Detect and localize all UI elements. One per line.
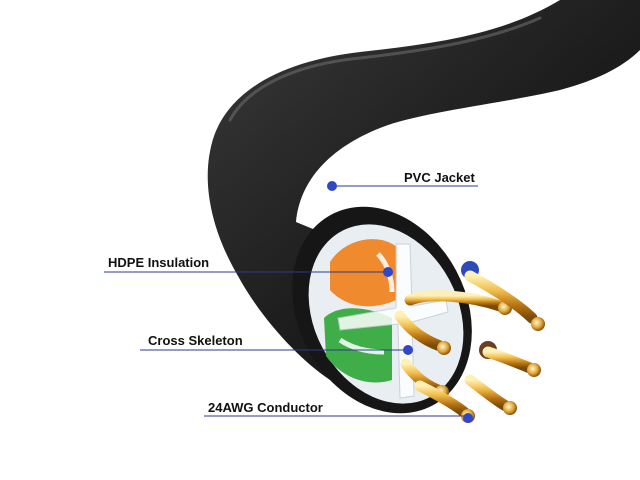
conductor-label: 24AWG Conductor [208, 400, 323, 415]
conductor-tip [531, 317, 545, 331]
cross-skeleton [337, 243, 449, 399]
conductor-tip [437, 341, 451, 355]
callouts [104, 181, 478, 423]
skeleton-callout-dot [403, 345, 413, 355]
cross-skeleton-label: Cross Skeleton [148, 333, 243, 348]
cable-core [308, 224, 497, 404]
gold-conductors [394, 270, 545, 423]
conductor-tip [503, 401, 517, 415]
pvc-jacket-label: PVC Jacket [404, 170, 475, 185]
jacket-callout-dot [327, 181, 337, 191]
conductor-tip [527, 363, 541, 377]
jacket-highlight [228, 16, 542, 122]
hdpe-insulation-label: HDPE Insulation [108, 255, 210, 270]
conductor-callout-dot [463, 413, 473, 423]
insulation-callout-dot [383, 267, 393, 277]
green-white-stripe [338, 337, 385, 355]
